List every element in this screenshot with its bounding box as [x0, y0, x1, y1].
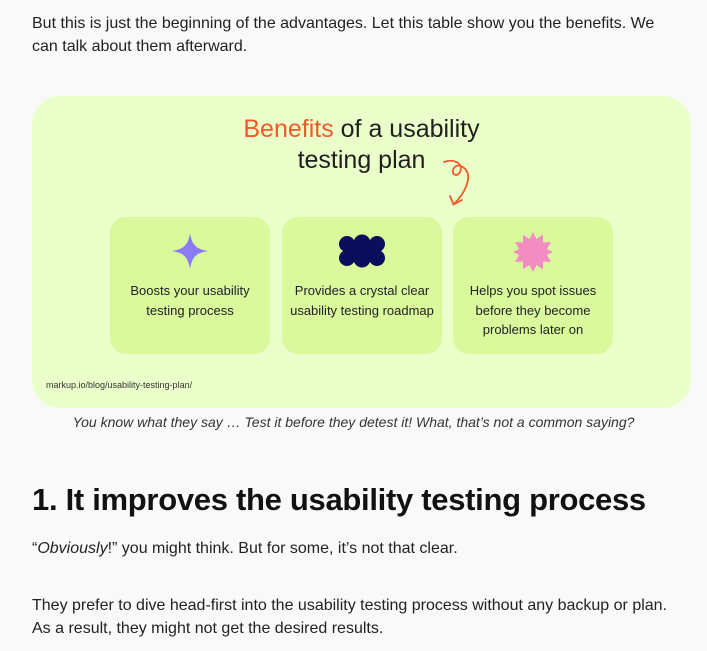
emphasis-obviously: Obviously	[37, 540, 108, 557]
curly-arrow-icon	[443, 159, 470, 206]
obvious-rest: !” you might think. But for some, it’s n…	[107, 540, 458, 557]
benefit-text: Helps you spot issues before they become…	[469, 283, 597, 337]
obvious-paragraph: “Obviously!” you might think. But for so…	[32, 537, 682, 560]
benefit-tile-boosts: Boosts your usability testing process	[110, 217, 270, 354]
title-line1: of a usability	[333, 115, 480, 143]
benefit-tile-spot-issues: Helps you spot issues before they become…	[453, 217, 613, 354]
image-caption: You know what they say … Test it before …	[72, 414, 635, 430]
benefit-text: Provides a crystal clear usability testi…	[290, 283, 434, 318]
infographic-title: Benefits of a usability testing plan	[32, 114, 691, 176]
title-line2: testing plan	[297, 146, 426, 174]
benefit-text: Boosts your usability testing process	[130, 283, 250, 318]
benefit-tile-roadmap: Provides a crystal clear usability testi…	[282, 217, 442, 354]
source-url: markup.io/blog/usability-testing-plan/	[46, 380, 193, 390]
prefer-paragraph: They prefer to dive head-first into the …	[32, 597, 668, 637]
open-quote: “	[32, 540, 38, 557]
title-accent: Benefits	[243, 115, 334, 143]
section-heading: 1. It improves the usability testing pro…	[32, 482, 646, 517]
cloud-blob-icon	[339, 234, 385, 268]
intro-paragraph: But this is just the beginning of the ad…	[32, 15, 655, 55]
starburst-icon	[513, 232, 553, 272]
four-point-star-icon	[172, 233, 208, 269]
benefits-infographic: Benefits of a usability testing plan Boo…	[32, 96, 691, 408]
